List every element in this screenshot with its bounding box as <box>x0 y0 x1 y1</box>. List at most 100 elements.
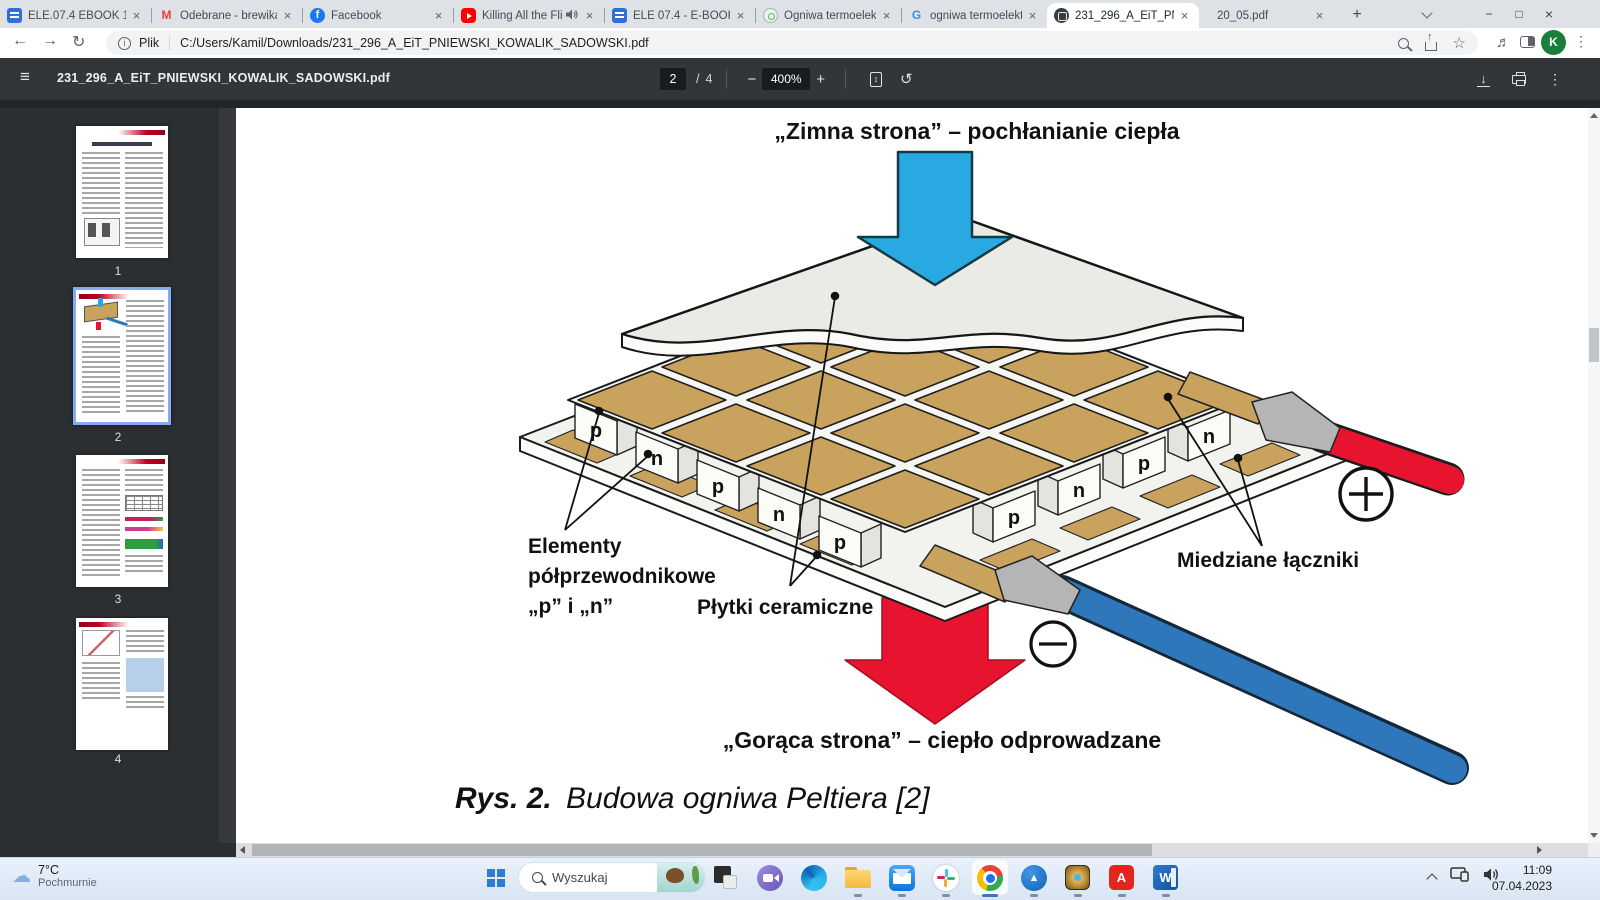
hot-arrow-icon <box>844 597 1026 725</box>
thumb-decoration <box>118 130 165 135</box>
download-icon[interactable]: ↓ <box>1477 72 1490 87</box>
tab-active-pdf[interactable]: 231_296_A_EiT_PNIEW × <box>1047 3 1199 28</box>
window-maximize-button[interactable]: □ <box>1515 7 1523 21</box>
search-daily-image[interactable] <box>657 863 705 892</box>
page-thumbnail-1[interactable] <box>76 126 168 258</box>
page-info-icon[interactable]: i <box>118 36 131 50</box>
running-indicator <box>1162 894 1170 897</box>
thumb-decoration <box>126 630 164 654</box>
word-icon[interactable]: W <box>1152 864 1180 892</box>
negative-terminal <box>919 544 1469 785</box>
page-number-input[interactable]: 2 <box>660 68 686 90</box>
tab-close-icon[interactable]: × <box>736 8 745 23</box>
zoom-out-button[interactable]: − <box>747 70 757 88</box>
slack-icon[interactable] <box>932 864 960 892</box>
mail-icon[interactable] <box>888 864 916 892</box>
scroll-right-icon[interactable] <box>1537 846 1542 854</box>
running-indicator <box>1118 894 1126 897</box>
weather-condition: Pochmurnie <box>38 877 97 889</box>
thumb-decoration <box>126 300 164 414</box>
weather-widget[interactable]: ☁ 7°C Pochmurnie <box>12 863 97 889</box>
tab-google-search[interactable]: ogniwa termoelektrycz × <box>902 3 1047 28</box>
acrobat-icon[interactable]: A <box>1108 864 1136 892</box>
display-device-icon[interactable] <box>1450 866 1469 887</box>
tab-ele-ebook-12[interactable]: ELE.07.4 EBOOK 12 So × <box>0 3 151 28</box>
snip-app-icon[interactable] <box>712 864 740 892</box>
tab-close-icon[interactable]: × <box>1180 8 1189 23</box>
print-icon[interactable] <box>1512 71 1526 86</box>
share-icon[interactable] <box>1424 31 1437 51</box>
thumbnail-page-number: 4 <box>114 752 122 766</box>
address-bar[interactable]: i Plik C:/Users/Kamil/Downloads/231_296_… <box>106 31 1478 55</box>
thumb-decoration <box>96 322 101 330</box>
running-indicator <box>1030 894 1038 897</box>
forward-icon[interactable]: → <box>42 32 58 49</box>
tray-expand-icon[interactable] <box>1426 872 1438 885</box>
taskbar-clock[interactable]: 11:09 07.04.2023 <box>1440 862 1552 894</box>
tab-close-icon[interactable]: × <box>1315 8 1324 23</box>
rotate-icon[interactable]: ↺ <box>899 71 913 88</box>
thumb-decoration <box>79 294 129 299</box>
edge-icon[interactable] <box>800 864 828 892</box>
tab-ogniwa-termo[interactable]: Ogniwa termoelektryc × <box>756 3 901 28</box>
weather-temp: 7°C <box>38 863 59 877</box>
horizontal-scrollbar-thumb[interactable] <box>252 844 1152 856</box>
video-call-app-icon[interactable] <box>756 864 784 892</box>
zoom-level-input[interactable]: 400% <box>762 68 811 90</box>
running-indicator <box>942 894 950 897</box>
running-indicator <box>1074 894 1082 897</box>
tab-20-05-pdf[interactable]: 20_05.pdf × <box>1199 3 1334 28</box>
start-button[interactable] <box>487 869 505 887</box>
semiconductor-label-2: półprzewodnikowe <box>528 565 716 588</box>
volume-icon[interactable] <box>1483 867 1500 887</box>
fit-to-page-icon[interactable]: ↕ <box>869 71 882 87</box>
profile-avatar[interactable]: K <box>1541 30 1566 55</box>
window-close-button[interactable]: × <box>1544 6 1554 22</box>
tab-close-icon[interactable]: × <box>434 8 443 23</box>
zoom-in-button[interactable]: + <box>816 70 825 88</box>
tab-close-icon[interactable]: × <box>1028 8 1037 23</box>
reading-list-icon[interactable]: ♬ <box>1496 34 1511 51</box>
tab-close-icon[interactable]: × <box>132 8 141 23</box>
pn-letter: n <box>1203 426 1215 448</box>
taskbar-search[interactable]: Wyszukaj <box>518 862 706 893</box>
tab-title: 231_296_A_EiT_PNIEW <box>1075 9 1174 22</box>
game-app-icon[interactable] <box>1064 864 1092 892</box>
tab-ele-ebook-2[interactable]: ELE 07.4 - E-BOOK z z × <box>605 3 755 28</box>
pdf-more-menu-icon[interactable]: ⋮ <box>1548 70 1562 87</box>
windows-taskbar: ☁ 7°C Pochmurnie <box>0 857 1600 900</box>
thumb-decoration <box>79 622 129 627</box>
pn-letter: n <box>773 504 785 526</box>
window-minimize-button[interactable]: − <box>1485 7 1493 21</box>
pdf-menu-icon[interactable]: ≡ <box>20 67 30 86</box>
tab-facebook[interactable]: Facebook × <box>303 3 453 28</box>
tab-close-icon[interactable]: × <box>283 8 292 23</box>
bookmark-star-icon[interactable]: ☆ <box>1452 35 1466 52</box>
pn-labels: p n p n p n p n p <box>590 420 1215 554</box>
sidebar-scrollbar[interactable] <box>219 108 236 857</box>
scroll-left-icon[interactable] <box>240 846 245 854</box>
file-explorer-icon[interactable] <box>844 864 872 892</box>
tab-separator <box>302 8 303 23</box>
tab-youtube[interactable]: Killing All the Flies × <box>454 3 604 28</box>
page-thumbnail-3[interactable] <box>76 455 168 587</box>
page-thumbnail-4[interactable] <box>76 618 168 750</box>
tab-close-icon[interactable]: × <box>882 8 891 23</box>
reload-icon[interactable]: ↻ <box>72 34 86 51</box>
page-thumbnail-2-selected[interactable] <box>73 287 171 425</box>
back-icon[interactable]: ← <box>12 32 28 49</box>
tab-audio-icon[interactable] <box>566 9 578 23</box>
tab-search-chevron-icon[interactable] <box>1410 0 1444 28</box>
side-panel-icon[interactable] <box>1520 36 1535 48</box>
vertical-scrollbar-thumb[interactable] <box>1589 328 1599 362</box>
horizontal-scrollbar[interactable] <box>236 843 1588 857</box>
vertical-scrollbar[interactable] <box>1588 108 1600 843</box>
blue-knot-app-icon[interactable]: ▲ <box>1020 864 1048 892</box>
new-tab-button[interactable]: + <box>1352 6 1362 23</box>
chrome-icon[interactable] <box>976 864 1004 892</box>
tab-close-icon[interactable]: × <box>585 8 594 23</box>
zoom-magnifier-icon[interactable] <box>1397 37 1409 49</box>
browser-menu-icon[interactable]: ⋮ <box>1574 33 1588 49</box>
peltier-module-illustration: p n p n p n p n p <box>519 150 1469 785</box>
tab-gmail[interactable]: Odebrane - brewikam × <box>152 3 302 28</box>
